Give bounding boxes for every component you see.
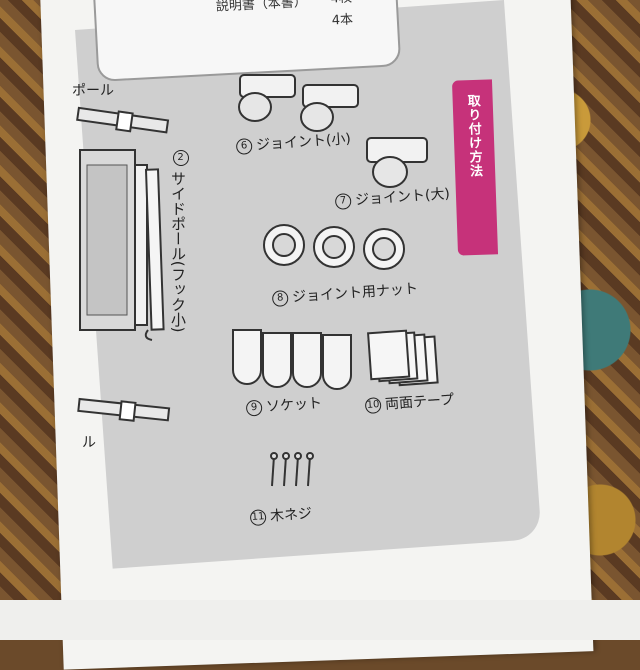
joint-small-number: 6	[235, 137, 253, 155]
lower-pole-label: ル	[82, 435, 96, 451]
lower-pole-illustration	[77, 397, 171, 422]
socket-illustration	[232, 329, 352, 390]
joint-small-illustration	[238, 74, 359, 132]
side-pole-label-text: サイドポール(フック小)	[169, 170, 187, 333]
joint-nut-illustration	[263, 224, 405, 270]
wood-screw-illustration	[270, 452, 314, 487]
paper-bottom-edge	[0, 600, 640, 640]
socket-text: ソケット	[265, 395, 323, 416]
side-pole-label: 2 サイドポール(フック小)	[168, 150, 193, 333]
wood-screw-number: 11	[249, 509, 267, 527]
joint-nut-number: 8	[271, 289, 289, 308]
joint-large-number: 7	[334, 192, 352, 210]
installation-tab[interactable]: 取り付け方法	[451, 79, 499, 256]
double-tape-text: 両面テープ	[384, 391, 455, 413]
side-pole-number: 2	[172, 150, 189, 166]
installation-tab-label: 取り付け方法	[464, 93, 483, 179]
gate-panel-illustration	[79, 149, 148, 331]
joint-large-illustration	[366, 137, 428, 188]
side-pole-illustration	[144, 168, 165, 341]
list-qty-2: 4本	[331, 12, 354, 29]
list-row-manual: 説明書（本書）	[215, 0, 308, 15]
pole-illustration	[76, 106, 170, 134]
double-tape-number: 10	[364, 397, 382, 415]
list-qty-1: 4枚	[330, 0, 352, 7]
socket-number: 9	[245, 399, 263, 417]
double-tape-illustration	[367, 329, 439, 387]
wood-screw-text: 木ネジ	[269, 505, 313, 525]
pole-label: ポール	[72, 83, 114, 99]
